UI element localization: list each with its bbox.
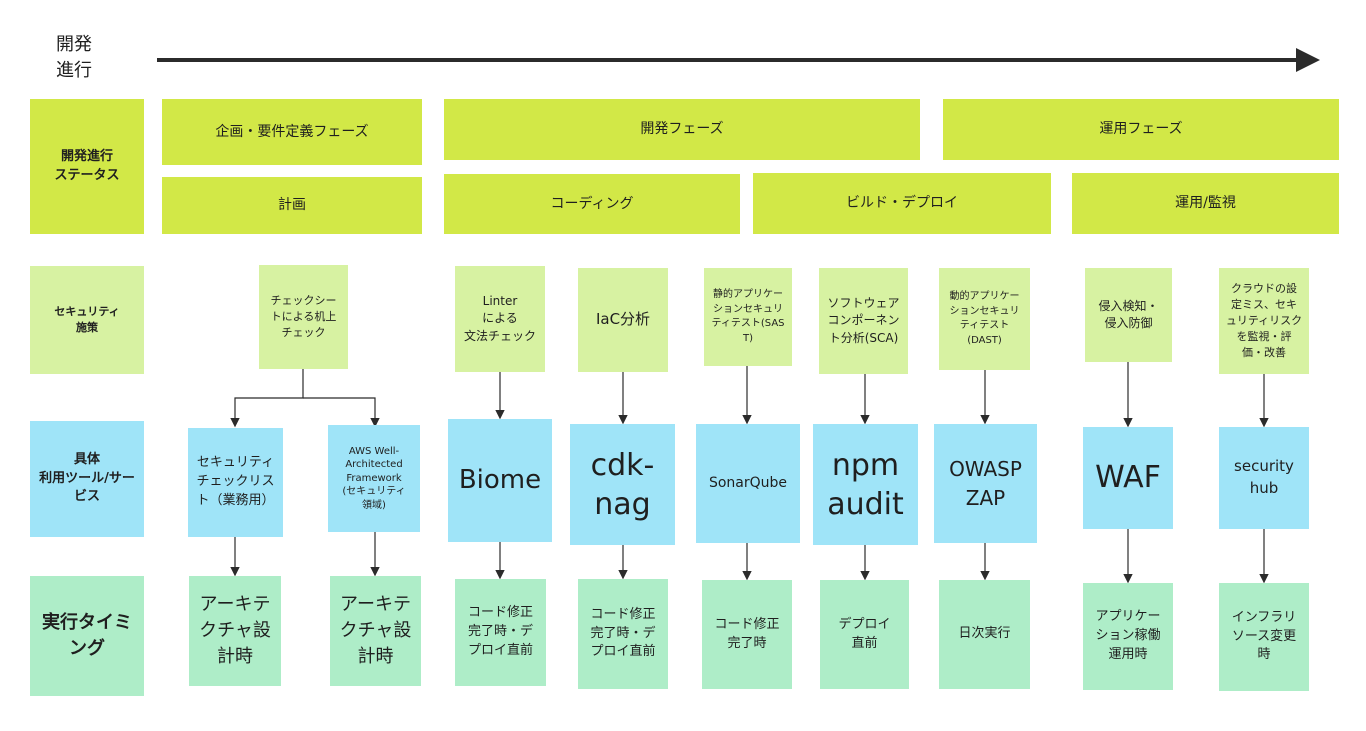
tool-cdk-nag: cdk- nag <box>570 424 675 545</box>
measure-dast: 動的アプリケー ションセキュリ ティテスト (DAST) <box>939 268 1030 370</box>
tool-security-checklist: セキュリティ チェックリス ト（業務用） <box>188 428 283 537</box>
tool-aws-well-architected: AWS Well- Architected Framework (セキュリティ … <box>328 425 420 532</box>
measure-sast: 静的アプリケー ションセキュリ ティテスト(SAS T) <box>704 268 792 366</box>
timing-app-operation: アプリケー ション稼働 運用時 <box>1083 583 1173 690</box>
timing-architecture-design-2: アーキテ クチャ設 計時 <box>330 576 421 686</box>
stage-plan: 計画 <box>162 177 422 234</box>
phase-planning-requirements: 企画・要件定義フェーズ <box>162 99 422 165</box>
stage-operations-monitoring: 運用/監視 <box>1072 173 1339 234</box>
tool-owasp-zap: OWASP ZAP <box>934 424 1037 543</box>
tool-waf: WAF <box>1083 427 1173 529</box>
measure-sca: ソフトウェア コンポーネン ト分析(SCA) <box>819 268 908 374</box>
measure-cloud-misconfig: クラウドの設 定ミス、セキ ュリティリスク を監視・評 価・改善 <box>1219 268 1309 374</box>
timing-architecture-design-1: アーキテ クチャ設 計時 <box>189 576 281 686</box>
connector-check-left <box>230 369 304 428</box>
measure-intrusion-detection: 侵入検知・ 侵入防御 <box>1085 268 1172 362</box>
row-label-timing: 実行タイミ ング <box>30 576 144 696</box>
row-label-measures: セキュリティ 施策 <box>30 266 144 374</box>
timing-predeploy: デプロイ 直前 <box>820 580 909 689</box>
timing-daily: 日次実行 <box>939 580 1030 689</box>
phase-operations: 運用フェーズ <box>943 99 1339 160</box>
measure-linter: Linter による 文法チェック <box>455 266 545 372</box>
tool-npm-audit: npm audit <box>813 424 918 545</box>
timing-code-fix-complete: コード修正 完了時 <box>702 580 792 689</box>
timing-infra-change: インフラリ ソース変更 時 <box>1219 583 1309 691</box>
row-label-tools: 具体 利用ツール/サー ビス <box>30 421 144 537</box>
row-label-status: 開発進行 ステータス <box>30 99 144 234</box>
connector-check-right <box>303 397 380 428</box>
tool-security-hub: security hub <box>1219 427 1309 529</box>
tool-biome: Biome <box>448 419 552 542</box>
stage-build-deploy: ビルド・デプロイ <box>753 173 1051 234</box>
timing-code-fix-predeploy-1: コード修正 完了時・デ プロイ直前 <box>455 579 546 686</box>
timing-code-fix-predeploy-2: コード修正 完了時・デ プロイ直前 <box>578 579 668 689</box>
measure-iac-analysis: IaC分析 <box>578 268 668 372</box>
tool-sonarqube: SonarQube <box>696 424 800 543</box>
stage-coding: コーディング <box>444 174 740 234</box>
progress-label: 開発 進行 <box>56 34 92 82</box>
phase-development: 開発フェーズ <box>444 99 920 160</box>
measure-desk-check: チェックシー トによる机上 チェック <box>259 265 348 369</box>
